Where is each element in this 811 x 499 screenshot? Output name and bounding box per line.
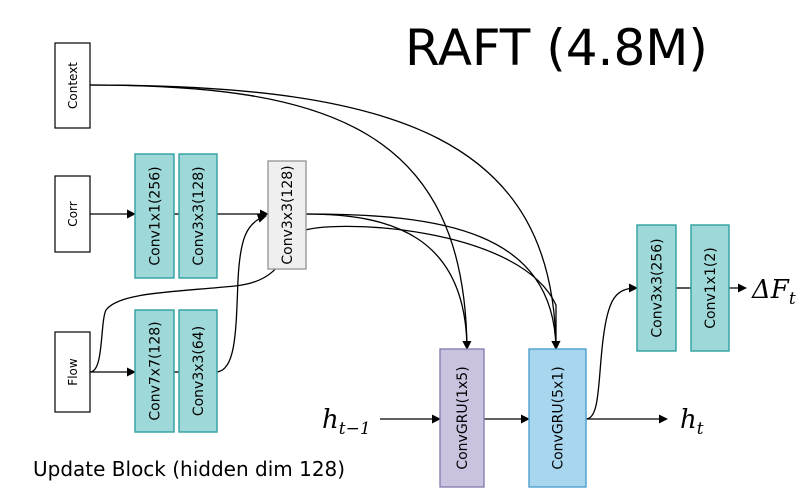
edge-merge-to-gru2 [305,213,561,350]
block-convgru-5x1-label: ConvGRU(5x1) [551,366,567,469]
block-head-conv3x3-256-label: Conv3x3(256) [650,238,666,337]
input-flow: Flow [54,331,91,413]
diagram-title: RAFT (4.8M) [405,19,708,77]
block-flow-conv7x7-128: Conv7x7(128) [134,309,175,433]
symbol-h-prev: ht−1 [322,405,371,439]
input-corr: Corr [54,175,91,253]
block-corr-conv3x3-128: Conv3x3(128) [178,153,218,279]
symbol-h-prev-subscript: t−1 [339,419,371,439]
symbol-h-out-subscript: t [697,419,704,439]
edge-gru2-to-head [585,283,638,420]
block-convgru-1x5: ConvGRU(1x5) [439,348,485,488]
input-context-label: Context [66,62,80,109]
block-convgru-5x1: ConvGRU(5x1) [528,348,587,488]
diagram-caption: Update Block (hidden dim 128) [33,457,345,481]
edge-flow-branch-to-merge [216,214,267,373]
symbol-h-out: ht [680,405,704,439]
block-flow-conv7x7-128-label: Conv7x7(128) [148,321,164,420]
input-context: Context [54,42,91,129]
block-flow-conv3x3-64-label: Conv3x3(64) [191,326,207,416]
edge-flow-to-gru2 [89,225,561,373]
block-convgru-1x5-label: ConvGRU(1x5) [455,366,471,469]
block-head-conv3x3-256: Conv3x3(256) [636,224,677,352]
edge-merge-to-gru1 [305,213,472,350]
block-flow-conv3x3-64: Conv3x3(64) [178,309,218,433]
symbol-delta-f: ΔFt [751,275,796,309]
block-corr-conv1x1-256: Conv1x1(256) [134,153,175,279]
input-corr-label: Corr [66,201,80,226]
input-flow-label: Flow [66,358,80,386]
symbol-delta-f-subscript: t [789,289,796,309]
block-merge-conv3x3-128-label: Conv3x3(128) [280,165,296,264]
block-corr-conv1x1-256-label: Conv1x1(256) [148,166,164,265]
block-corr-conv3x3-128-label: Conv3x3(128) [191,166,207,265]
block-head-conv1x1-2: Conv1x1(2) [690,224,730,352]
edge-context-to-gru2 [89,84,561,350]
block-merge-conv3x3-128: Conv3x3(128) [267,160,307,270]
edge-context-to-gru1 [89,84,472,350]
block-head-conv1x1-2-label: Conv1x1(2) [703,247,719,328]
